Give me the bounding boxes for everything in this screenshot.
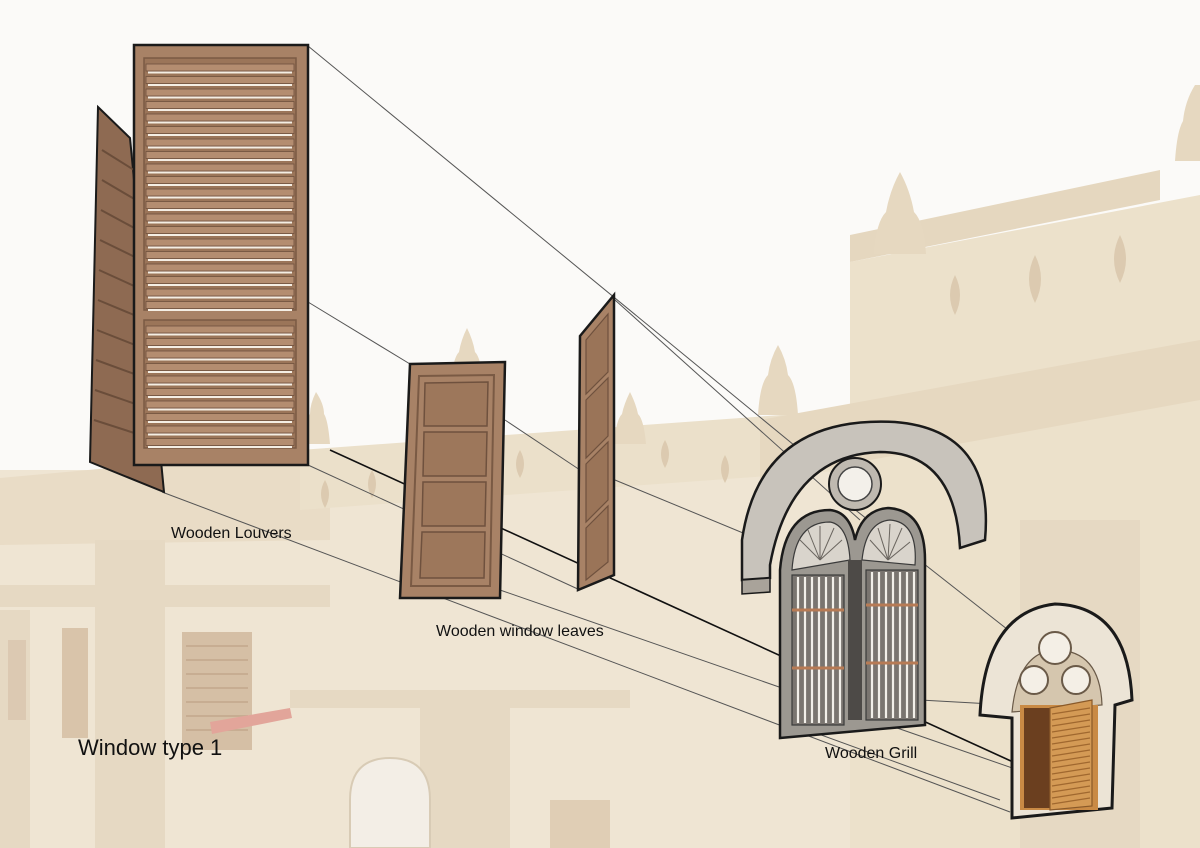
louver-slat — [145, 238, 295, 247]
louver-slat — [145, 213, 295, 222]
louver-slat — [145, 188, 295, 197]
wooden-louvers-component — [88, 43, 310, 494]
window-leaf-panels — [419, 381, 489, 579]
louver-slat — [145, 76, 295, 84]
louver-slat — [145, 176, 295, 184]
louver-slat — [145, 363, 295, 371]
louver-slat — [145, 438, 295, 446]
louver-slat — [145, 138, 295, 147]
window-leaf-side-panels — [585, 312, 609, 582]
louver-slat — [145, 113, 295, 122]
tower-parapet — [850, 170, 1160, 262]
louver-slat — [145, 375, 295, 384]
louver-slats — [145, 63, 295, 448]
louver-slat — [145, 400, 295, 409]
stone-arch — [740, 420, 988, 582]
assembled-shutter-slats — [1051, 707, 1091, 805]
label-wooden-grill: Wooden Grill — [825, 745, 918, 762]
louver-slat — [145, 425, 295, 434]
label-wooden-louvers: Wooden Louvers — [171, 525, 292, 542]
louver-slat — [145, 126, 295, 134]
left-cornice — [0, 448, 330, 545]
grill-rails — [792, 603, 918, 670]
louver-slat — [145, 63, 295, 72]
louver-slat — [145, 288, 295, 297]
left-fan-ornament — [791, 521, 851, 571]
louver-slat — [145, 226, 295, 234]
louver-slat — [145, 350, 295, 359]
central-column — [848, 560, 862, 720]
diagram-title: Window type 1 — [78, 735, 223, 760]
louver-slat — [145, 301, 295, 309]
louver-slat — [145, 263, 295, 272]
louver-slat — [145, 325, 295, 334]
fan-ribs — [799, 523, 911, 561]
wooden-window-leaves-component — [398, 291, 616, 600]
louver-slat — [145, 201, 295, 209]
window-leaf-frame — [409, 373, 496, 587]
louver-slat — [145, 388, 295, 396]
louver-slat — [145, 251, 295, 259]
louver-slat — [145, 88, 295, 97]
finials — [302, 85, 1200, 444]
wooden-grill-component — [740, 420, 988, 740]
background-windows — [8, 628, 610, 848]
label-wooden-window-leaves: Wooden window leaves — [436, 623, 604, 640]
grill-bars — [796, 572, 916, 723]
assembled-window-interior — [1024, 708, 1052, 808]
louver-slat — [145, 413, 295, 421]
parapet-cutouts — [321, 235, 1126, 508]
assembled-window-component — [978, 602, 1134, 820]
louver-slat — [145, 163, 295, 172]
louver-slat — [145, 101, 295, 109]
louver-slat — [145, 276, 295, 284]
louver-slat — [145, 338, 295, 346]
louver-slat — [145, 151, 295, 159]
